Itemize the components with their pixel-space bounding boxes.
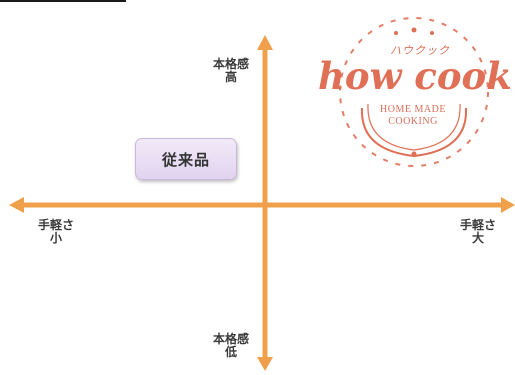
arrow-right-icon: [501, 197, 515, 213]
axis-label-left-line2: 小: [49, 231, 62, 245]
axis-label-right: 手軽さ 大: [452, 219, 504, 245]
axis-label-bottom: 本格感 低: [205, 333, 257, 359]
logo-tagline-2: COOKING: [388, 116, 438, 127]
axis-label-right-line2: 大: [471, 231, 484, 245]
axis-label-top: 本格感 高: [205, 58, 257, 84]
conventional-product-label: 従来品: [161, 150, 210, 169]
axis-label-top-line2: 高: [224, 70, 237, 84]
axis-label-left: 手軽さ 小: [30, 219, 82, 245]
axis-label-top-line1: 本格感: [212, 57, 249, 71]
header-rule: [0, 0, 126, 2]
arrow-up-icon: [257, 35, 273, 50]
axis-label-right-line1: 手軽さ: [459, 218, 496, 232]
logo-tagline-1: HOME MADE: [380, 104, 446, 115]
logo-wordmark: how cook: [318, 54, 512, 98]
axis-label-left-line1: 手軽さ: [37, 218, 74, 232]
conventional-product-box: 従来品: [135, 138, 237, 180]
axis-label-bottom-line2: 低: [224, 345, 237, 359]
logo-katakana: ハウクック: [390, 44, 450, 57]
axis-label-bottom-line1: 本格感: [212, 332, 249, 346]
arrow-left-icon: [9, 197, 24, 213]
arrow-down-icon: [257, 357, 273, 371]
